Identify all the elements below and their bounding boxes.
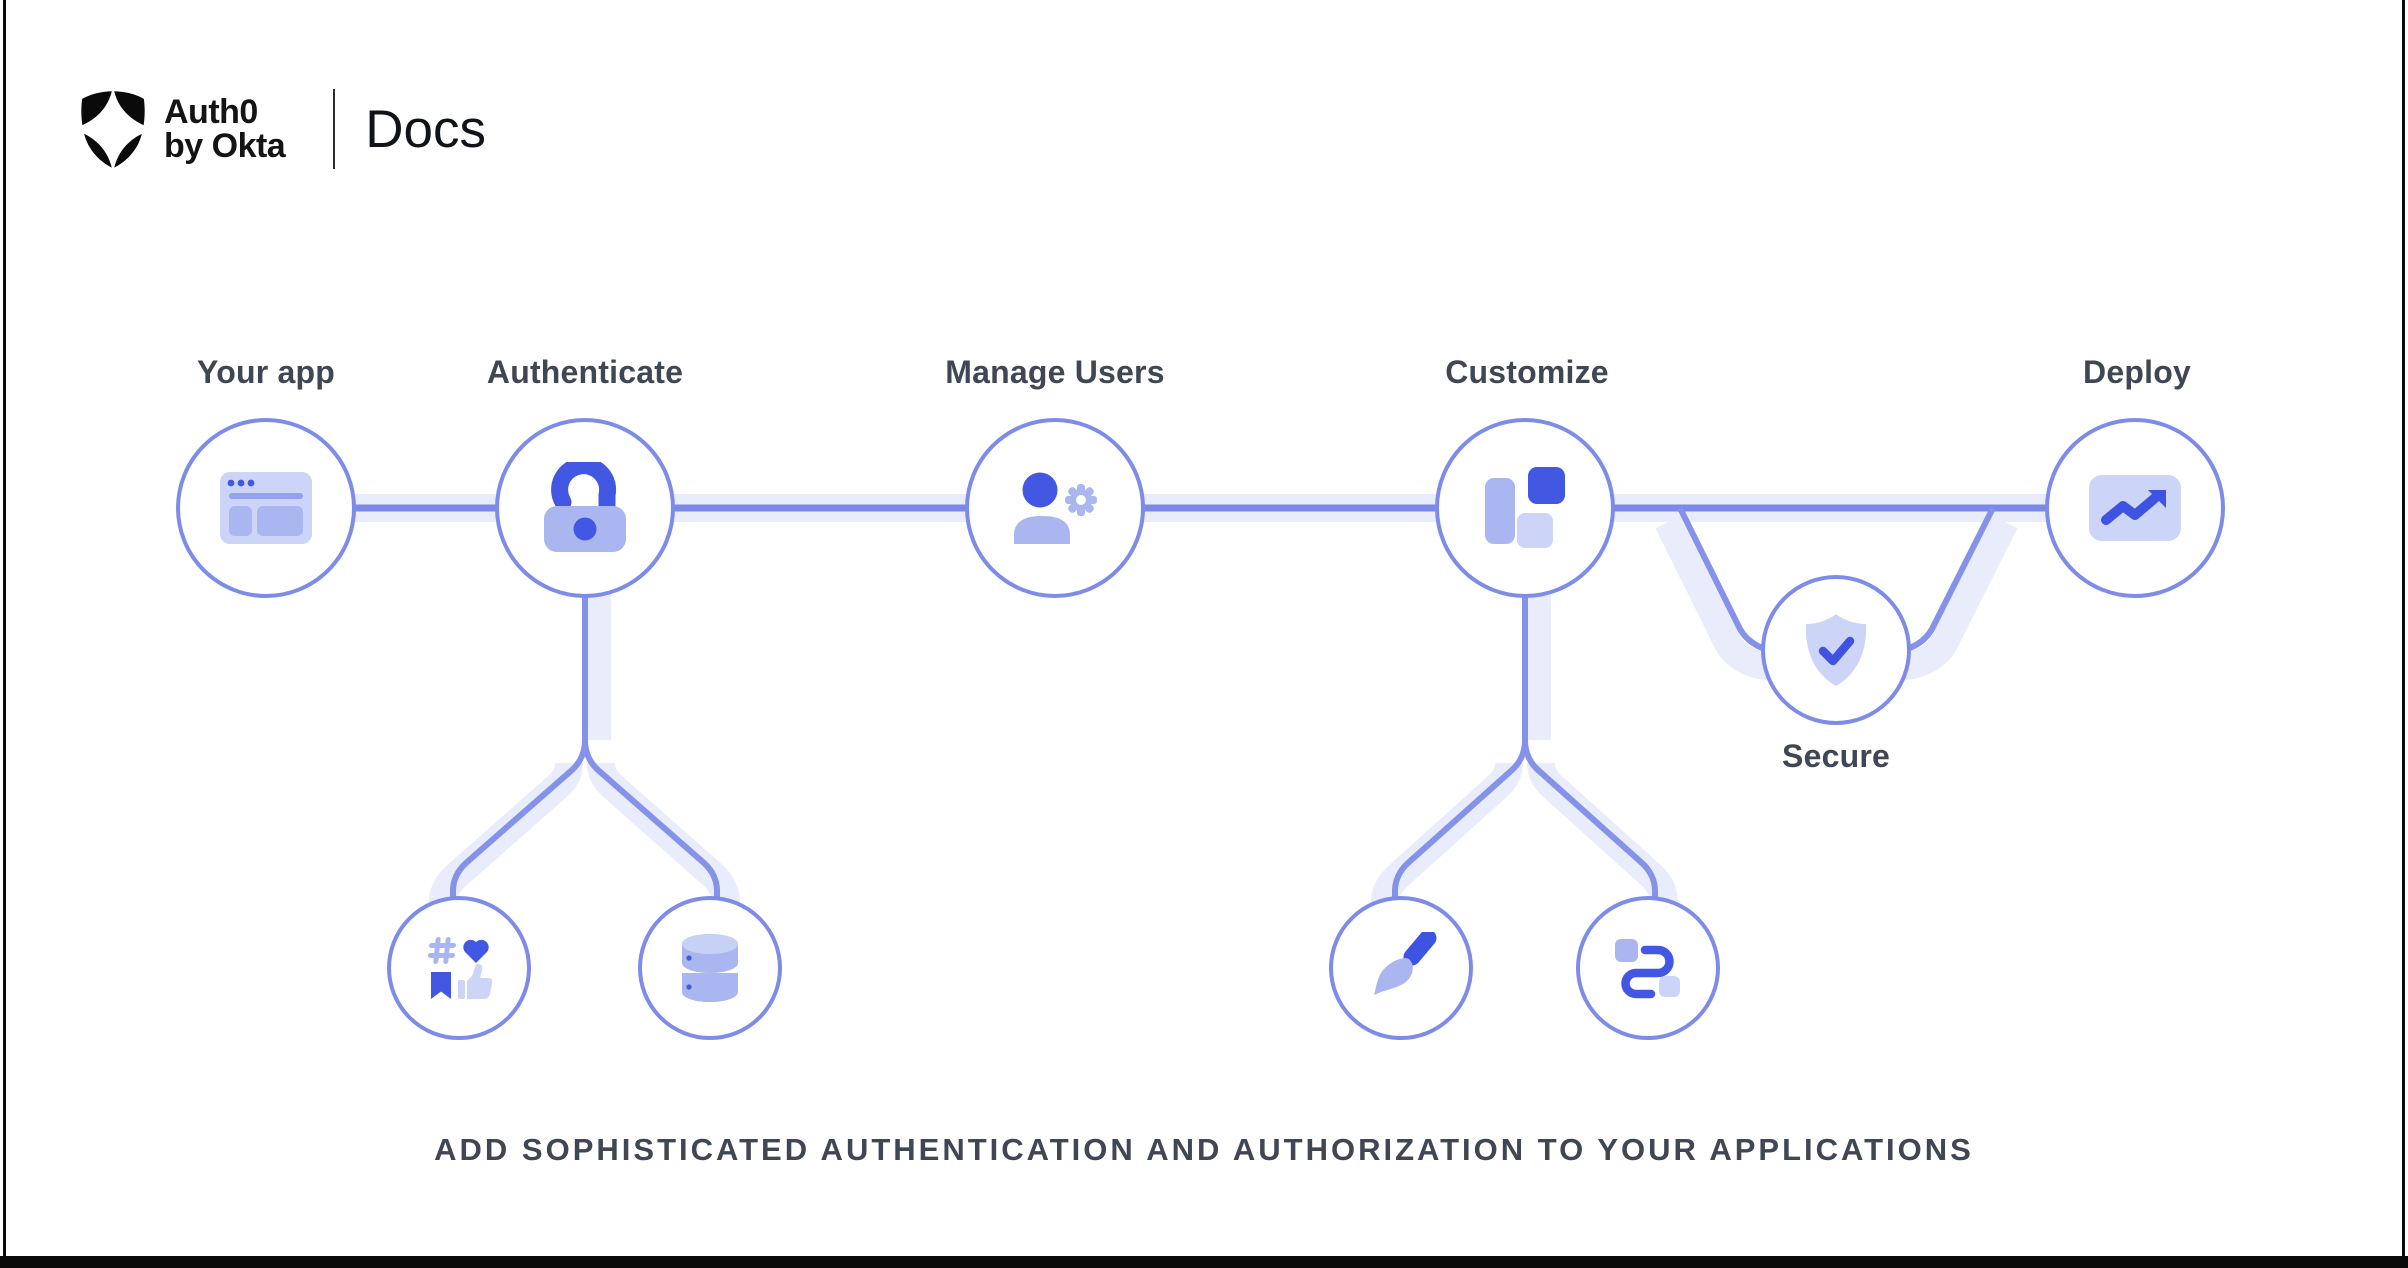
user-gear-icon [1014, 472, 1097, 544]
label-authenticate: Authenticate [486, 354, 684, 390]
node-user-database[interactable] [638, 896, 782, 1040]
frame-border-right [2402, 0, 2405, 1268]
node-deploy[interactable] [2045, 418, 2225, 598]
logo-wordmark: Auth0 by Okta [164, 93, 286, 165]
connector-customize-branch [1392, 595, 1658, 910]
label-deploy: Deploy [2083, 354, 2191, 390]
node-authenticate[interactable] [495, 418, 675, 598]
layout-blocks-icon [1485, 467, 1565, 548]
logo-divider [333, 89, 336, 169]
node-customize[interactable] [1435, 418, 1615, 598]
label-secure: Secure [1782, 738, 1890, 774]
frame-border-bottom [0, 1256, 2408, 1268]
node-manage-users[interactable] [965, 418, 1145, 598]
product-name: Docs [365, 99, 486, 159]
frame-border-left [3, 0, 6, 1268]
open-lock-icon [544, 462, 626, 552]
node-social-logins[interactable] [387, 896, 531, 1040]
node-your-app[interactable] [176, 418, 356, 598]
auth0-shield-icon [78, 87, 148, 171]
header-logo-link[interactable]: Auth0 by Okta Docs [78, 84, 486, 174]
trend-up-chart-icon [2089, 475, 2181, 541]
label-manage-users: Manage Users [945, 354, 1165, 390]
label-customize: Customize [1445, 354, 1609, 390]
node-workflows[interactable] [1576, 896, 1720, 1040]
database-icon [682, 934, 738, 1002]
browser-window-icon [220, 472, 312, 544]
logo-line1: Auth0 [164, 93, 258, 131]
paintbrush-icon [1374, 932, 1437, 995]
connector-authenticate-branch [450, 595, 720, 910]
social-engagement-icon [427, 937, 493, 999]
logo-line2: by Okta [164, 127, 286, 165]
node-branding[interactable] [1329, 896, 1473, 1040]
flow-path-icon [1615, 939, 1680, 999]
label-your-app: Your app [197, 354, 335, 390]
diagram-caption: ADD SOPHISTICATED AUTHENTICATION AND AUT… [434, 1132, 1974, 1167]
node-secure[interactable] [1761, 575, 1911, 725]
shield-check-icon [1805, 614, 1867, 686]
